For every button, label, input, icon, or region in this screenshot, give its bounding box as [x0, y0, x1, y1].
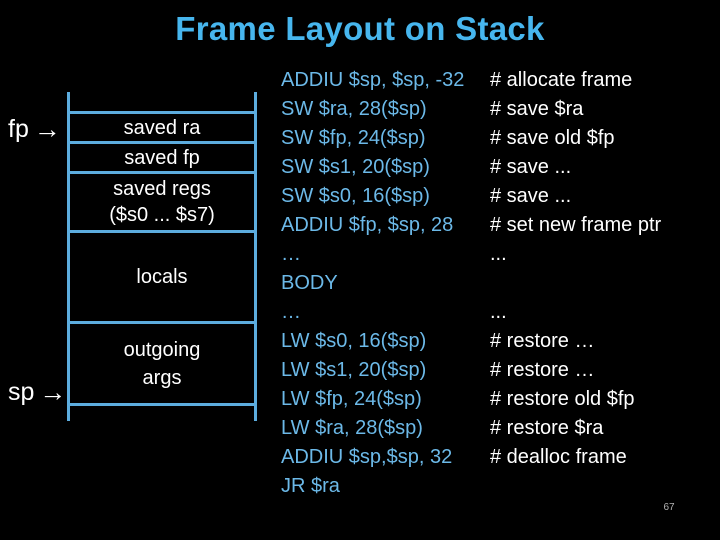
right-arrow-icon: → — [33, 114, 61, 144]
code-line: SW $fp, 24($sp) — [281, 127, 426, 149]
comment-line: # save old $fp — [490, 127, 615, 149]
fp-pointer-label: fp — [8, 115, 29, 143]
code-line: BODY — [281, 272, 338, 294]
comment-line: ... — [490, 243, 507, 265]
comment-line: # set new frame ptr — [490, 214, 662, 236]
stack-box-label: saved fp — [124, 146, 200, 169]
comment-line — [490, 472, 661, 501]
comment-line: # restore old $fp — [490, 388, 635, 410]
stack-divider — [67, 111, 257, 114]
comment-line: # save $ra — [490, 98, 584, 120]
comment-line: # restore … — [490, 330, 595, 352]
assembly-code-column: ADDIU $sp, $sp, -32 SW $ra, 28($sp) SW $… — [281, 66, 464, 501]
stack-box-label: ($s0 ... $s7) — [109, 204, 215, 226]
stack-box-locals: locals — [70, 233, 254, 321]
code-line: SW $ra, 28($sp) — [281, 98, 427, 120]
comment-line: # dealloc frame — [490, 446, 627, 468]
stack-box-label: locals — [136, 266, 188, 288]
stack-box-label: args — [142, 366, 182, 389]
code-line: LW $s0, 16($sp) — [281, 330, 427, 352]
comment-line: # save ... — [490, 156, 572, 178]
sp-pointer-label: sp — [8, 378, 35, 406]
comment-line: # restore … — [490, 359, 595, 381]
stack-divider — [67, 403, 257, 406]
stack-box-saved-fp: saved fp — [70, 144, 254, 171]
comment-line: # restore $ra — [490, 417, 604, 439]
right-arrow-icon: → — [39, 377, 67, 407]
stack-box-saved-regs: saved regs ($s0 ... $s7) — [70, 174, 254, 230]
stack-divider — [67, 171, 257, 174]
code-line: … — [281, 301, 301, 323]
code-line: SW $s1, 20($sp) — [281, 156, 430, 178]
code-line: ADDIU $fp, $sp, 28 — [281, 214, 454, 236]
comment-line — [490, 269, 661, 298]
stack-box-label: outgoing — [123, 338, 201, 361]
stack-divider — [67, 141, 257, 144]
stack-divider — [67, 230, 257, 233]
stack-box-saved-ra: saved ra — [70, 114, 254, 141]
sp-pointer: sp → — [8, 377, 66, 407]
page-number: 67 — [663, 502, 675, 513]
fp-pointer: fp → — [8, 114, 61, 144]
stack-divider — [67, 321, 257, 324]
code-line: LW $ra, 28($sp) — [281, 417, 423, 439]
comment-line: # allocate frame — [490, 69, 633, 91]
code-line: JR $ra — [281, 475, 340, 497]
code-line: LW $s1, 20($sp) — [281, 359, 427, 381]
stack-right-rail — [254, 92, 257, 421]
comment-line: ... — [490, 301, 507, 323]
comment-column: # allocate frame # save $ra # save old $… — [490, 66, 661, 501]
stack-left-rail — [67, 92, 70, 421]
slide-title: Frame Layout on Stack — [175, 10, 545, 47]
code-line: SW $s0, 16($sp) — [281, 185, 430, 207]
code-line: ADDIU $sp, $sp, -32 — [281, 69, 465, 91]
code-line: ADDIU $sp,$sp, 32 — [281, 446, 453, 468]
stack-box-label: saved regs — [113, 178, 211, 200]
stack-box-outgoing-args: outgoing args — [70, 324, 254, 403]
comment-line: # save ... — [490, 185, 572, 207]
code-line: LW $fp, 24($sp) — [281, 388, 422, 410]
stack-box-label: saved ra — [123, 116, 201, 139]
code-line: … — [281, 243, 301, 265]
